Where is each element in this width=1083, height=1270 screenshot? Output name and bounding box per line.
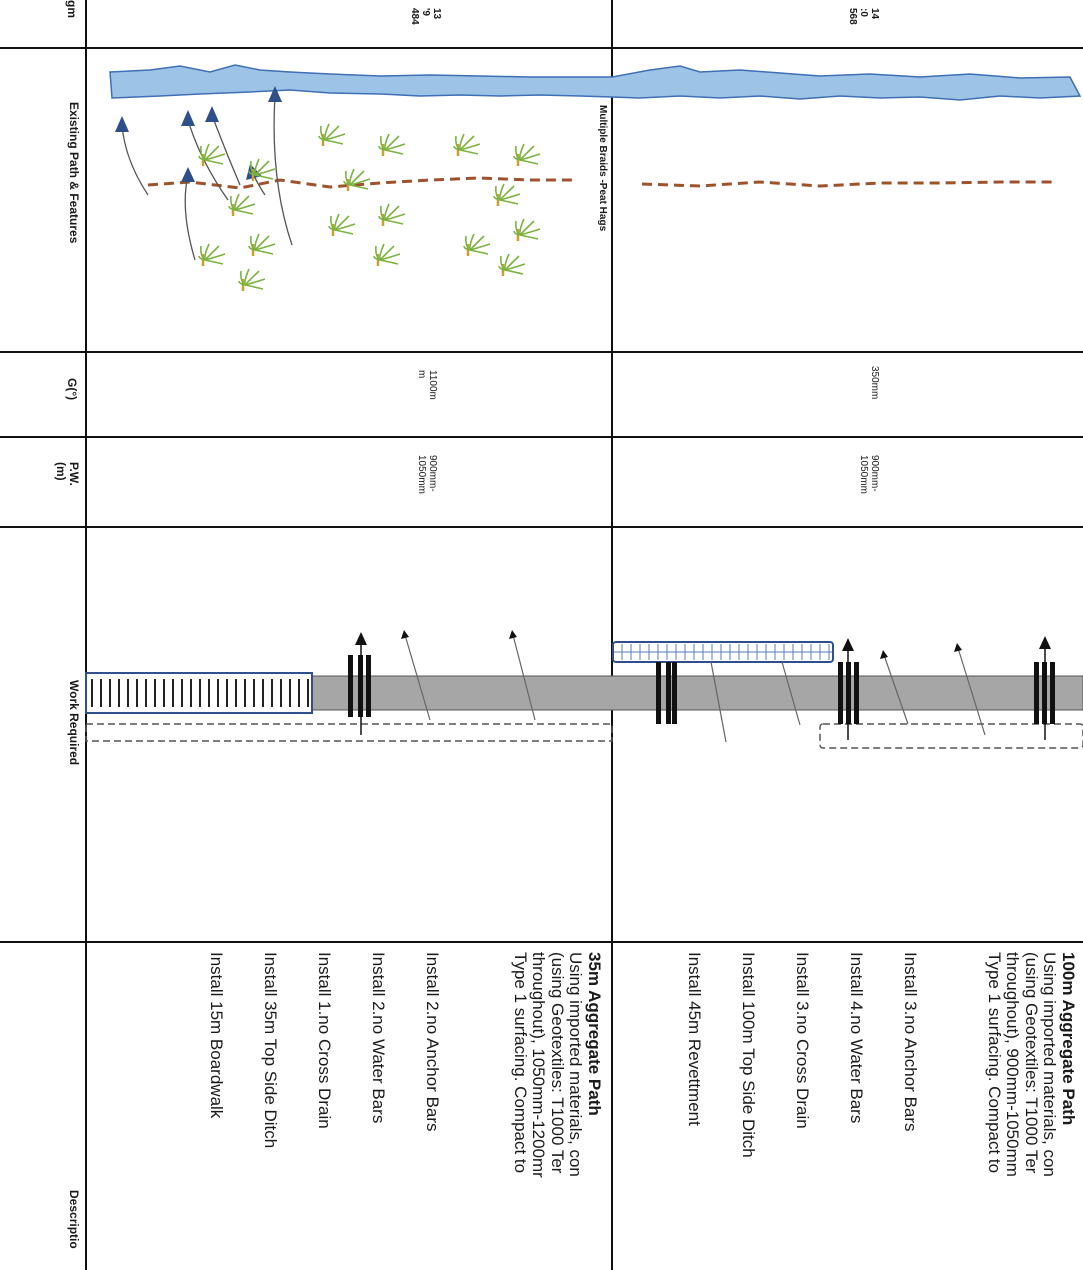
section-2-desc-title: 100m Aggregate Path	[1059, 952, 1078, 1126]
section-2-desc-text: Using imported materials, con (using Geo…	[984, 952, 1059, 1177]
grass-tuft-icon	[463, 233, 491, 256]
section-2-chainage: 14 :0 568	[846, 8, 880, 25]
section-2-gradient: 350mm	[869, 366, 880, 400]
section-1-item-1: Install 2.no Anchor Bars	[423, 952, 442, 1132]
grass-tuft-icon	[493, 183, 521, 206]
river-shape	[109, 64, 1082, 101]
section-2-item-2: Install 4.no Water Bars	[847, 952, 866, 1124]
existing-path-line-1	[147, 176, 575, 190]
section-1-item-4: Install 35m Top Side Ditch	[261, 952, 280, 1149]
grass-tuft-icon	[378, 133, 406, 156]
section-1-item-5: Install 15m Boardwalk	[207, 952, 226, 1119]
grass-tuft-icon	[238, 268, 266, 291]
section-2-item-5: Install 45m Revettment	[685, 952, 704, 1126]
boardwalk-1-slats	[91, 679, 309, 707]
revetment-grid	[614, 644, 832, 660]
grass-tuft-icon	[343, 168, 371, 191]
grass-tuft-icon	[378, 203, 406, 226]
flow-arrowheads	[115, 86, 282, 182]
side-ditch-2	[819, 723, 1083, 749]
section-1-desc-text: Using imported materials, con (using Geo…	[510, 952, 585, 1178]
section-2-item-4: Install 100m Top Side Ditch	[739, 952, 758, 1158]
cross-drains	[360, 640, 1046, 740]
grass-tuft-icon	[228, 193, 256, 216]
section-1-item-3: Install 1.no Cross Drain	[315, 952, 334, 1129]
section-2-path-width: 900mm- 1050mm	[857, 455, 880, 494]
grass-tuft-icon	[513, 143, 541, 166]
grass-tuft-icon	[498, 253, 526, 276]
section-1-path-width: 900mm- 1050mm	[415, 455, 438, 494]
grass-tuft-icon	[248, 233, 276, 256]
section-1-desc-title: 35m Aggregate Path	[585, 952, 604, 1116]
grass-tuft-icon	[198, 243, 226, 266]
grass-tufts	[198, 123, 541, 291]
header-work-required: Work Required	[67, 680, 81, 766]
anchor-bar-arrowheads	[401, 630, 962, 659]
header-path-width: P.W. (m)	[53, 462, 81, 486]
section-1-feature-label: Multiple Braids -Peat Hags	[597, 105, 608, 232]
section-2-item-1: Install 3.no Anchor Bars	[901, 952, 920, 1132]
section-2-item-3: Install 3.no Cross Drain	[793, 952, 812, 1129]
cross-drain-arrowheads	[355, 632, 1051, 651]
header-existing-path: Existing Path & Features	[67, 102, 81, 244]
section-1-item-2: Install 2.no Water Bars	[369, 952, 388, 1124]
grass-tuft-icon	[453, 133, 481, 156]
header-description: Descriptio	[67, 1190, 81, 1249]
grass-tuft-icon	[328, 213, 356, 236]
grass-tuft-icon	[513, 218, 541, 241]
grass-tuft-icon	[318, 123, 346, 146]
header-gradient: G(°)	[65, 378, 79, 401]
existing-path-line-2	[641, 180, 1055, 188]
anchor-bars	[404, 634, 986, 743]
section-1-gradient: 1100m m	[415, 370, 438, 400]
grass-tuft-icon	[373, 243, 401, 266]
grass-tuft-icon	[198, 143, 226, 166]
grass-tuft-icon	[248, 158, 276, 181]
side-ditch-1	[85, 723, 613, 742]
section-1-chainage: 13 '9 484	[408, 8, 442, 25]
header-ch: gm	[65, 0, 79, 18]
